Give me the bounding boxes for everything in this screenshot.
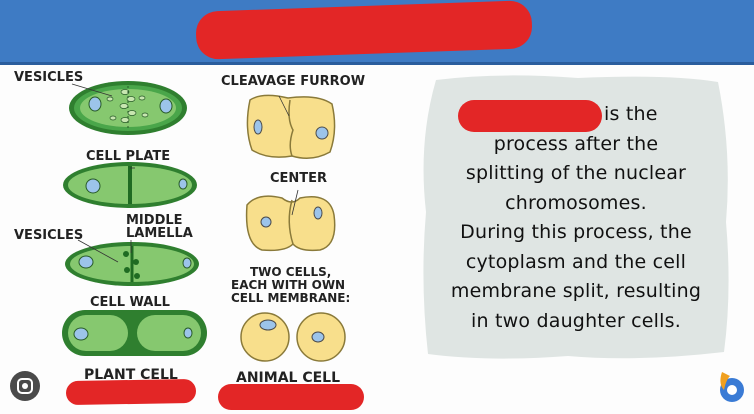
label-cell-wall: CELL WALL [90, 295, 170, 310]
label-cleavage-furrow: CLEAVAGE FURROW [221, 74, 366, 89]
label-lamella: LAMELLA [126, 226, 193, 241]
text-background-blob [423, 75, 729, 359]
label-vesicles-mid: VESICLES [14, 228, 84, 243]
desc-line-5: During this process, the [460, 221, 692, 243]
desc-line-3: splitting of the nuclear [465, 162, 687, 184]
plant-cell-stage-1 [69, 81, 187, 135]
label-center: CENTER [270, 171, 328, 186]
label-cell-plate: CELL PLATE [86, 149, 171, 164]
plant-cell-stage-2 [63, 162, 197, 208]
redacted-term [458, 100, 602, 132]
google-lens-icon[interactable] [10, 371, 40, 401]
label-vesicles-top: VESICLES [14, 70, 84, 85]
plant-cell-stage-3 [65, 239, 199, 286]
cytokinesis-diagram [62, 81, 346, 362]
desc-line-1: is the [604, 103, 658, 125]
description-text: is the process after the splitting of th… [426, 100, 726, 336]
desc-line-7: membrane split, resulting [450, 280, 702, 302]
redacted-animal-underline [218, 384, 364, 410]
animal-cell-stage-2 [245, 189, 336, 252]
label-plant-cell: PLANT CELL [84, 367, 178, 383]
animal-cell-stage-3 [240, 312, 346, 362]
label-two-cells-2: EACH WITH OWN [231, 278, 346, 292]
brand-logo-icon [720, 372, 744, 402]
label-two-cells-3: CELL MEMBRANE: [231, 291, 351, 305]
label-animal-cell: ANIMAL CELL [236, 370, 341, 386]
plant-cell-stage-4 [62, 310, 207, 356]
desc-line-2: process after the [493, 132, 659, 155]
animal-cell-stage-1 [246, 94, 336, 159]
label-two-cells-1: TWO CELLS, [250, 265, 332, 279]
desc-line-6: cytoplasm and the cell [465, 250, 687, 273]
desc-line-8: in two daughter cells. [471, 309, 681, 332]
label-middle: MIDDLE [126, 213, 183, 228]
desc-line-4: chromosomes. [505, 191, 647, 214]
